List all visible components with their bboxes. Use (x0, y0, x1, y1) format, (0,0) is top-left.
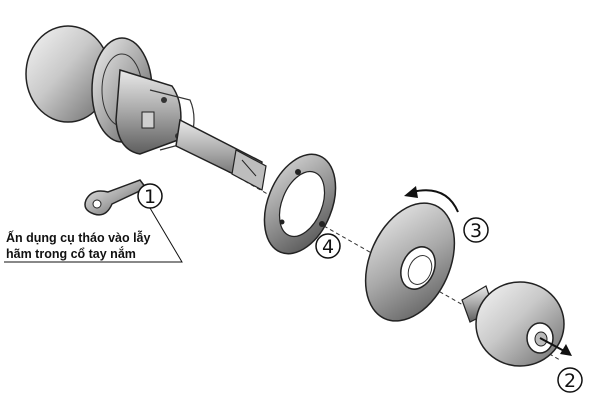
spindle-notch (241, 159, 257, 177)
callout-line-1: Ấn dụng cụ tháo vào lẫy (6, 231, 151, 245)
chassis-slot (141, 111, 155, 129)
callout-label: Ấn dụng cụ tháo vào lẫy hãm trong cổ tay… (6, 230, 182, 262)
step-marker-2: 2 (557, 367, 583, 393)
step-marker-3: 3 (463, 217, 489, 243)
step-number: 2 (564, 370, 576, 392)
step-marker-4: 4 (315, 233, 341, 259)
mounting-ring (263, 153, 337, 255)
step-number: 4 (322, 236, 334, 258)
callout-leader-line (4, 207, 183, 263)
outer-rose (364, 202, 456, 322)
rotate-arrow-icon (404, 186, 459, 213)
pull-arrow-icon (539, 337, 572, 356)
chassis-screw (161, 97, 167, 103)
inner-knob-assembly (25, 25, 267, 191)
step-number: 3 (470, 220, 482, 242)
spindle-tip (231, 149, 267, 191)
step-marker-1: 1 (137, 183, 163, 209)
callout-line-2: hãm trong cổ tay nắm (6, 247, 136, 261)
step-number: 1 (144, 186, 156, 208)
release-tool-icon (84, 179, 148, 216)
outer-knob (461, 281, 565, 367)
